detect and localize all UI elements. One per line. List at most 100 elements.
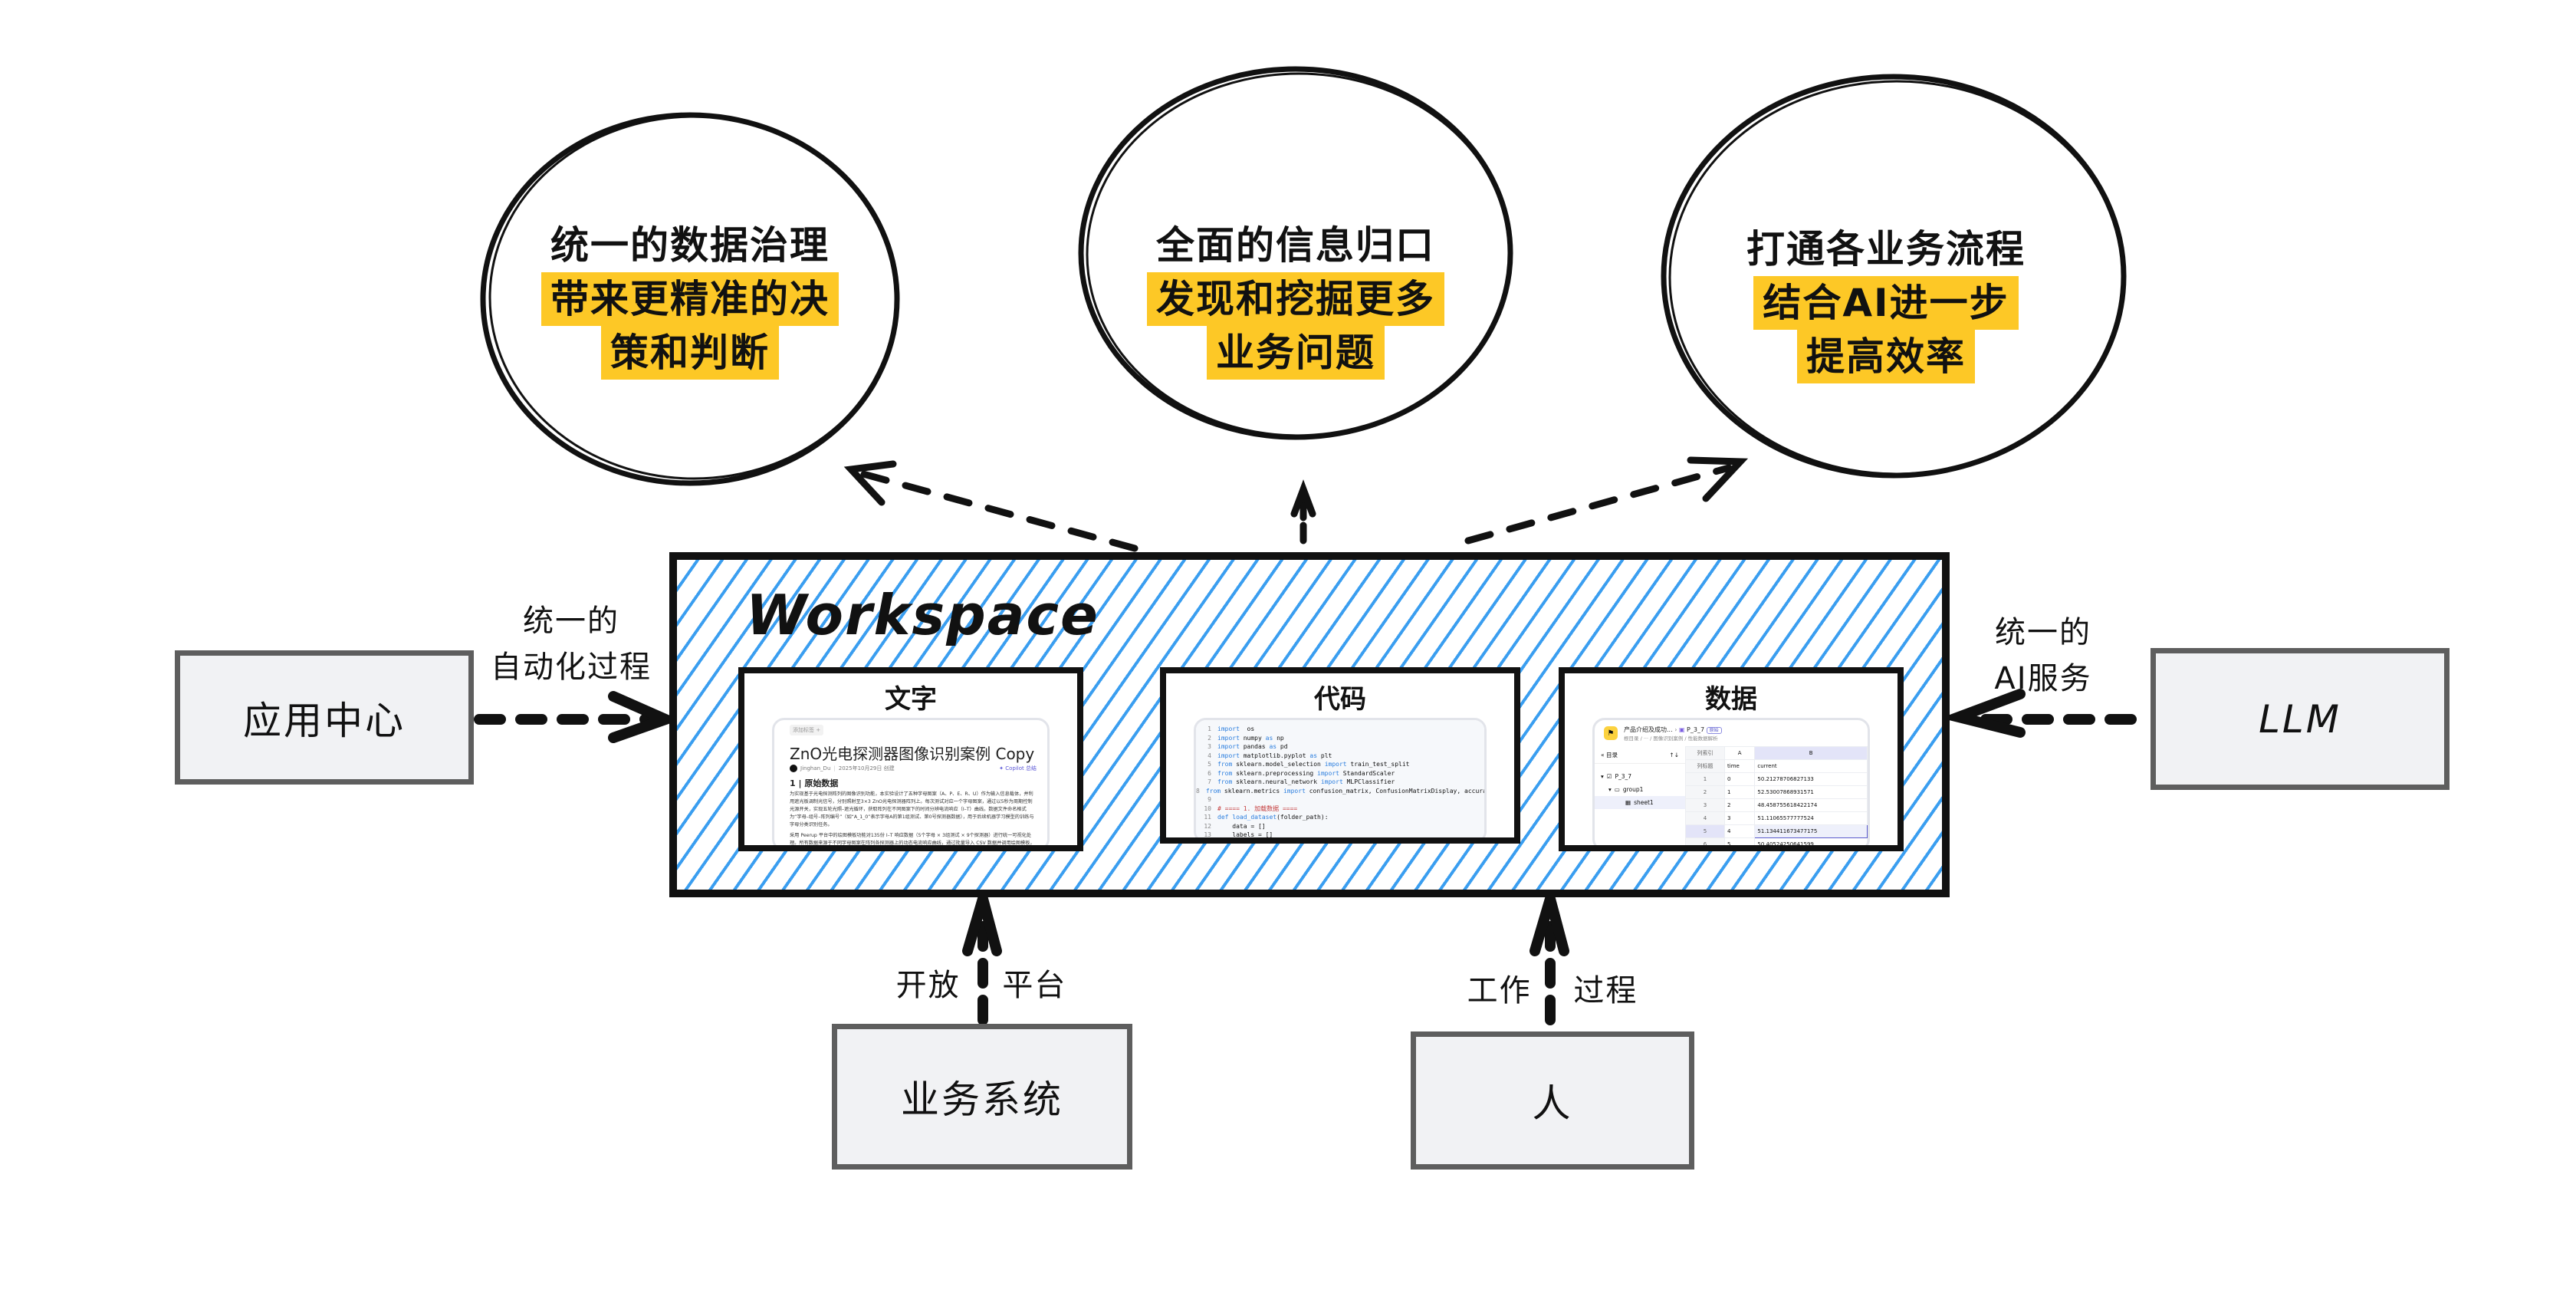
- code-token: import: [1217, 752, 1240, 759]
- code-token: from: [1217, 769, 1233, 777]
- add-tag-button[interactable]: 添加标签 +: [790, 725, 824, 735]
- code-line: 10# ==== 1. 加载数据 ====: [1196, 804, 1484, 814]
- table-cell[interactable]: 50.40524250641599: [1754, 837, 1868, 845]
- bubble-2-highlight-2: 业务问题: [1207, 326, 1385, 380]
- bottom-left-edge-label: 开放 平台: [895, 968, 1067, 1003]
- copilot-summary-button[interactable]: ✦ Copilot 总结: [999, 765, 1037, 772]
- data-panel-title: 数据: [1705, 684, 1757, 715]
- code-token: train_test_split: [1346, 761, 1410, 768]
- code-token: sorted: [1291, 840, 1314, 844]
- code-token: sklearn.preprocessing: [1232, 769, 1318, 777]
- table-cell[interactable]: 4: [1723, 824, 1756, 838]
- bubble-3: 打通各业务流程 结合AI进一步 提高效率: [1694, 222, 2078, 383]
- table-cell[interactable]: 0: [1723, 772, 1756, 786]
- code-token: as: [1269, 743, 1277, 750]
- line-number: 11: [1204, 814, 1211, 821]
- table-cell[interactable]: 51.11065577777524: [1754, 811, 1868, 825]
- row-index: 2: [1685, 785, 1725, 799]
- table-cell[interactable]: 2: [1723, 798, 1756, 812]
- paragraph-1: 为实现基于光电探测阵列的图像识别功能，本实验设计了五种字母图案（A、P、E、R、…: [790, 791, 1034, 827]
- line-number: 3: [1208, 743, 1211, 750]
- tree-item[interactable]: ▾ ▭ group1: [1608, 786, 1644, 793]
- bubble-2-title: 全面的信息归口: [1156, 223, 1435, 268]
- line-number: 1: [1208, 725, 1211, 732]
- llm-box[interactable]: LLM: [2150, 648, 2450, 790]
- app-center-box[interactable]: 应用中心: [175, 650, 474, 785]
- people-box[interactable]: 人: [1411, 1031, 1694, 1170]
- table-cell[interactable]: 51.134411673477175: [1754, 824, 1868, 838]
- code-token: pandas: [1239, 743, 1270, 750]
- text-panel[interactable]: 文字 添加标签 + ZnO光电探测器图像识别案例 Copy Jinghan_Du…: [738, 667, 1083, 851]
- llm-label: LLM: [2259, 696, 2341, 742]
- data-panel[interactable]: 数据 ⚑ 产品介绍及成功... › ▣ P_3_7 原始 根目录 / ··· /…: [1559, 667, 1904, 851]
- bubble-3-highlight-1: 结合AI进一步: [1753, 276, 2019, 330]
- business-system-box[interactable]: 业务系统: [832, 1024, 1132, 1170]
- bubble-1: 统一的数据治理 带来更精准的决 策和判断: [491, 219, 889, 380]
- code-token: as: [1265, 734, 1273, 742]
- table-cell[interactable]: 3: [1723, 811, 1756, 825]
- project-name[interactable]: 产品介绍及成功...: [1624, 725, 1673, 733]
- code-line: 13 labels = []: [1196, 831, 1484, 837]
- table-cell[interactable]: 48.458755618422174: [1754, 798, 1868, 812]
- bubble-3-highlight-2: 提高效率: [1797, 330, 1975, 383]
- code-token: (os.listdir(folder_path)):: [1313, 840, 1410, 844]
- row-index: 3: [1685, 798, 1725, 812]
- breadcrumb[interactable]: 根目录 / ··· / 图像识别案例 / 性能数据解析: [1624, 735, 1718, 742]
- line-number: 5: [1208, 761, 1211, 768]
- row-index: 1: [1685, 772, 1725, 786]
- data-sheet-preview: ⚑ 产品介绍及成功... › ▣ P_3_7 原始 根目录 / ··· / 图像…: [1592, 718, 1870, 845]
- column-title-row: 列标题 time current: [1685, 759, 1868, 773]
- collapse-icon[interactable]: «: [1601, 751, 1605, 758]
- avatar: [790, 765, 797, 772]
- row-index: 5: [1685, 824, 1725, 838]
- business-system-label: 业务系统: [901, 1078, 1063, 1122]
- code-token: # ==== 1. 加载数据 ====: [1217, 804, 1298, 812]
- table-cell[interactable]: 5: [1723, 837, 1756, 845]
- document-meta: Jinghan_Du | 2025年10月29日 创建: [790, 765, 895, 772]
- row-index: 6: [1685, 837, 1725, 845]
- column-header-a[interactable]: A: [1723, 746, 1756, 760]
- code-token: pd: [1276, 743, 1288, 750]
- line-number: 14: [1204, 840, 1211, 844]
- code-token: import: [1217, 725, 1240, 732]
- tree-item[interactable]: ▾ ☑ P_3_7: [1601, 773, 1632, 780]
- sort-arrows-icon[interactable]: ↑↓: [1669, 751, 1679, 758]
- sheet-header: ⚑ 产品介绍及成功... › ▣ P_3_7 原始 根目录 / ··· / 图像…: [1595, 720, 1868, 746]
- bubble-2: 全面的信息归口 发现和挖掘更多 业务问题: [1089, 219, 1503, 380]
- code-token: matplotlib.pyplot: [1239, 752, 1310, 759]
- document-preview: 添加标签 + ZnO光电探测器图像识别案例 Copy Jinghan_Du | …: [772, 718, 1050, 845]
- tree-item-selected[interactable]: ▦ sheet1: [1595, 796, 1685, 809]
- workspace-title: Workspace: [746, 583, 1099, 647]
- code-token: sklearn.metrics: [1221, 787, 1283, 795]
- table-cell[interactable]: 50.21278706827133: [1754, 772, 1868, 786]
- table-cell[interactable]: 1: [1723, 785, 1756, 799]
- bottom-right-edge-label: 工作 过程: [1467, 973, 1638, 1008]
- code-token: import: [1324, 761, 1347, 768]
- folder-icon: ▭: [1614, 786, 1620, 793]
- flag-icon: ⚑: [1604, 726, 1618, 740]
- code-token: for: [1217, 840, 1244, 844]
- column-header-b[interactable]: B: [1754, 746, 1868, 760]
- line-number: 4: [1208, 752, 1211, 759]
- code-token: def: [1217, 814, 1229, 821]
- line-number: 7: [1208, 778, 1211, 785]
- code-token: import: [1217, 734, 1240, 742]
- table-cell[interactable]: 52.53007868931571: [1754, 785, 1868, 799]
- chart-icon: ☑: [1606, 773, 1612, 780]
- created-date: 2025年10月29日 创建: [838, 765, 895, 772]
